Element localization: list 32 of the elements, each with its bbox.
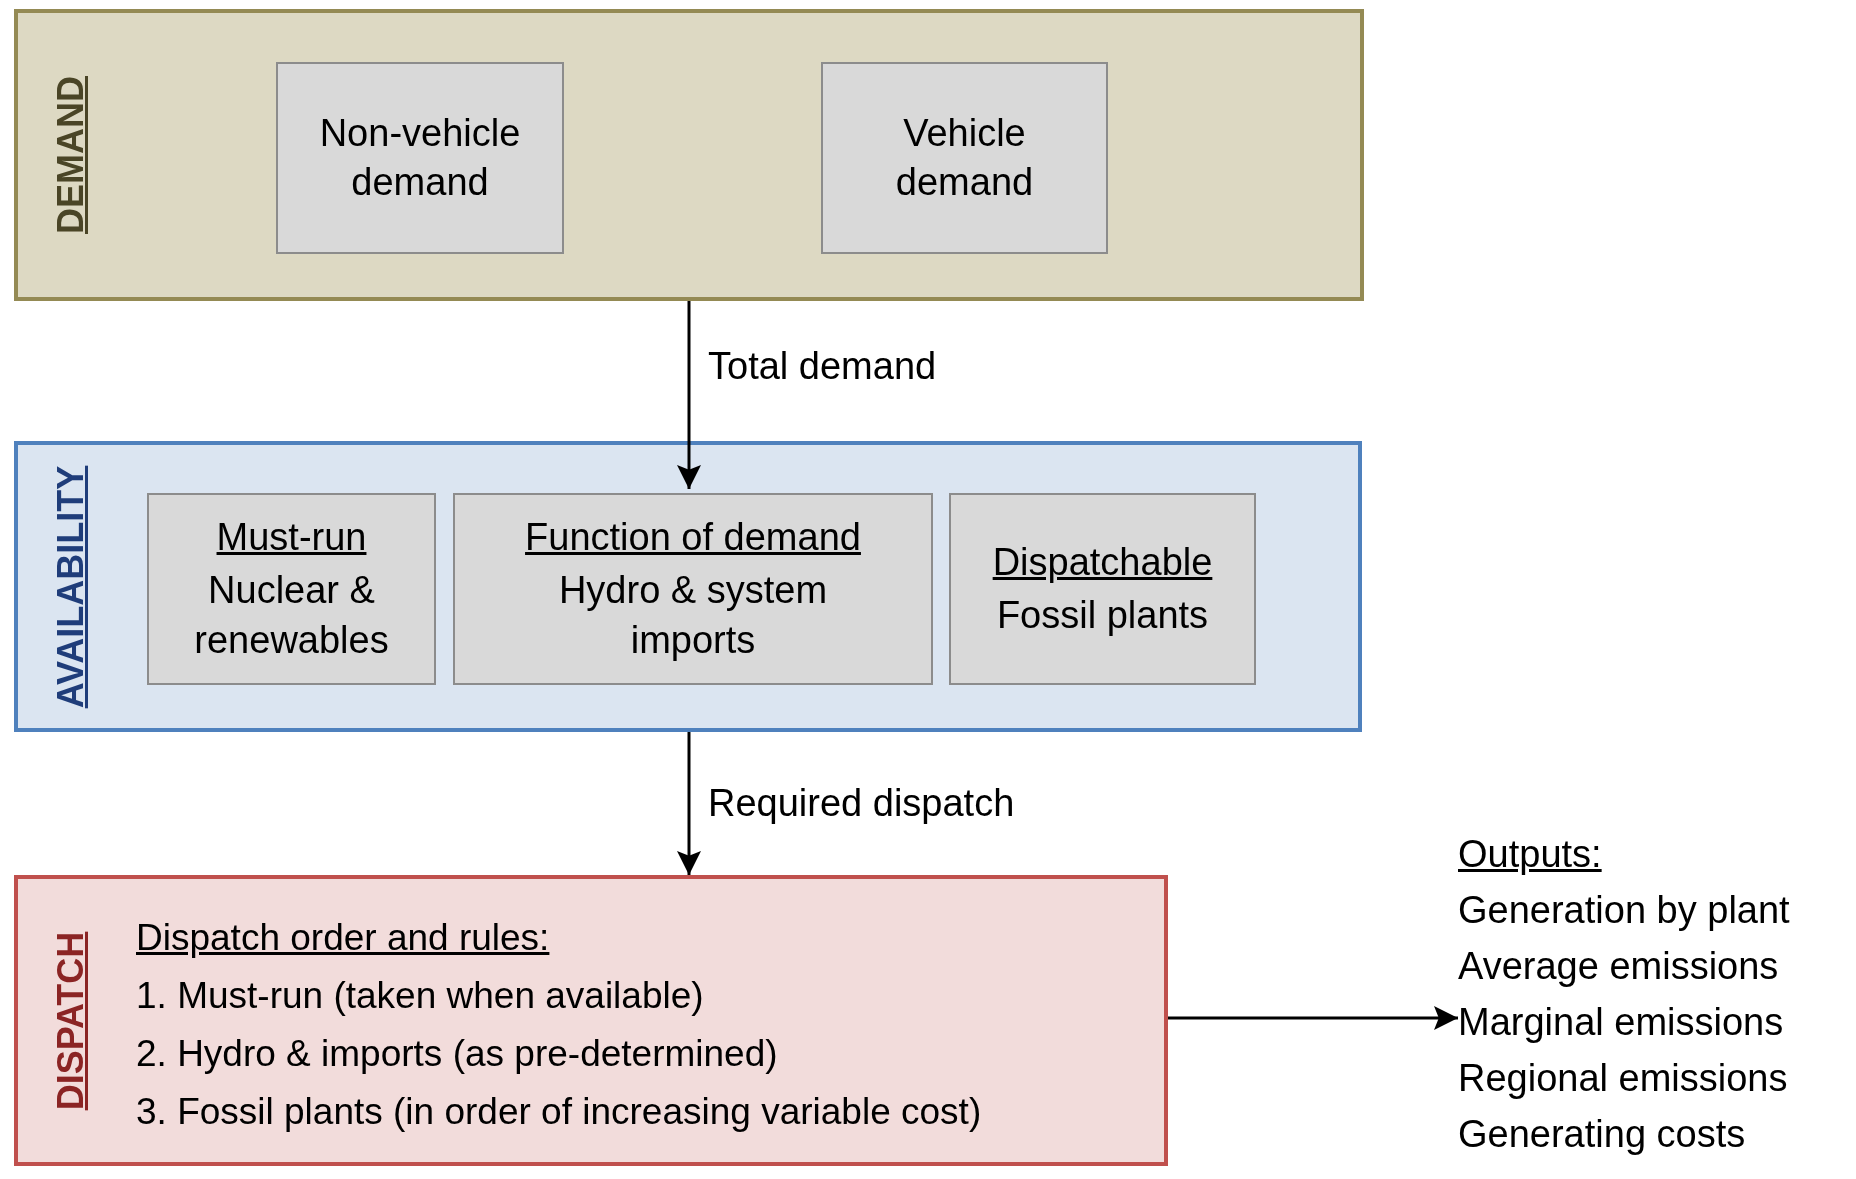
arrow bbox=[1168, 1006, 1458, 1030]
box-text: Fossil plants bbox=[996, 593, 1209, 638]
list-item: 3. Fossil plants (in order of increasing variable cost) bbox=[136, 1090, 982, 1134]
section-heading: DISPATCH bbox=[50, 931, 92, 1110]
section-heading: AVAILABILITY bbox=[50, 465, 92, 708]
group-panel bbox=[14, 441, 1362, 732]
process-box bbox=[949, 493, 1256, 685]
box-text: Vehicle demand bbox=[894, 110, 1035, 205]
arrow bbox=[677, 732, 701, 875]
output-item: Generating costs bbox=[1458, 1112, 1747, 1157]
output-item: Regional emissions bbox=[1458, 1056, 1789, 1101]
list-item: 2. Hydro & imports (as pre-determined) bbox=[136, 1032, 778, 1076]
arrow bbox=[677, 301, 701, 489]
list-item: 1. Must-run (taken when available) bbox=[136, 974, 704, 1018]
process-box bbox=[147, 493, 436, 685]
group-panel bbox=[14, 9, 1364, 301]
output-item: Marginal emissions bbox=[1458, 1000, 1785, 1045]
section-heading: DEMAND bbox=[50, 76, 92, 234]
group-panel bbox=[14, 875, 1168, 1166]
process-box bbox=[453, 493, 933, 685]
output-heading: Outputs: bbox=[1458, 832, 1603, 877]
box-heading: Function of demand bbox=[525, 514, 861, 560]
output-item: Average emissions bbox=[1458, 944, 1780, 989]
box-text: Hydro & system imports bbox=[557, 568, 829, 663]
output-item: Generation by plant bbox=[1458, 888, 1791, 933]
box-text: Nuclear & renewables bbox=[193, 568, 390, 663]
box-heading: Dispatchable bbox=[992, 539, 1213, 585]
process-box bbox=[821, 62, 1108, 254]
box-text: Non-vehicle demand bbox=[318, 110, 522, 205]
box-heading: Must-run bbox=[216, 514, 367, 560]
process-box bbox=[276, 62, 564, 254]
list-heading: Dispatch order and rules: bbox=[136, 916, 550, 960]
